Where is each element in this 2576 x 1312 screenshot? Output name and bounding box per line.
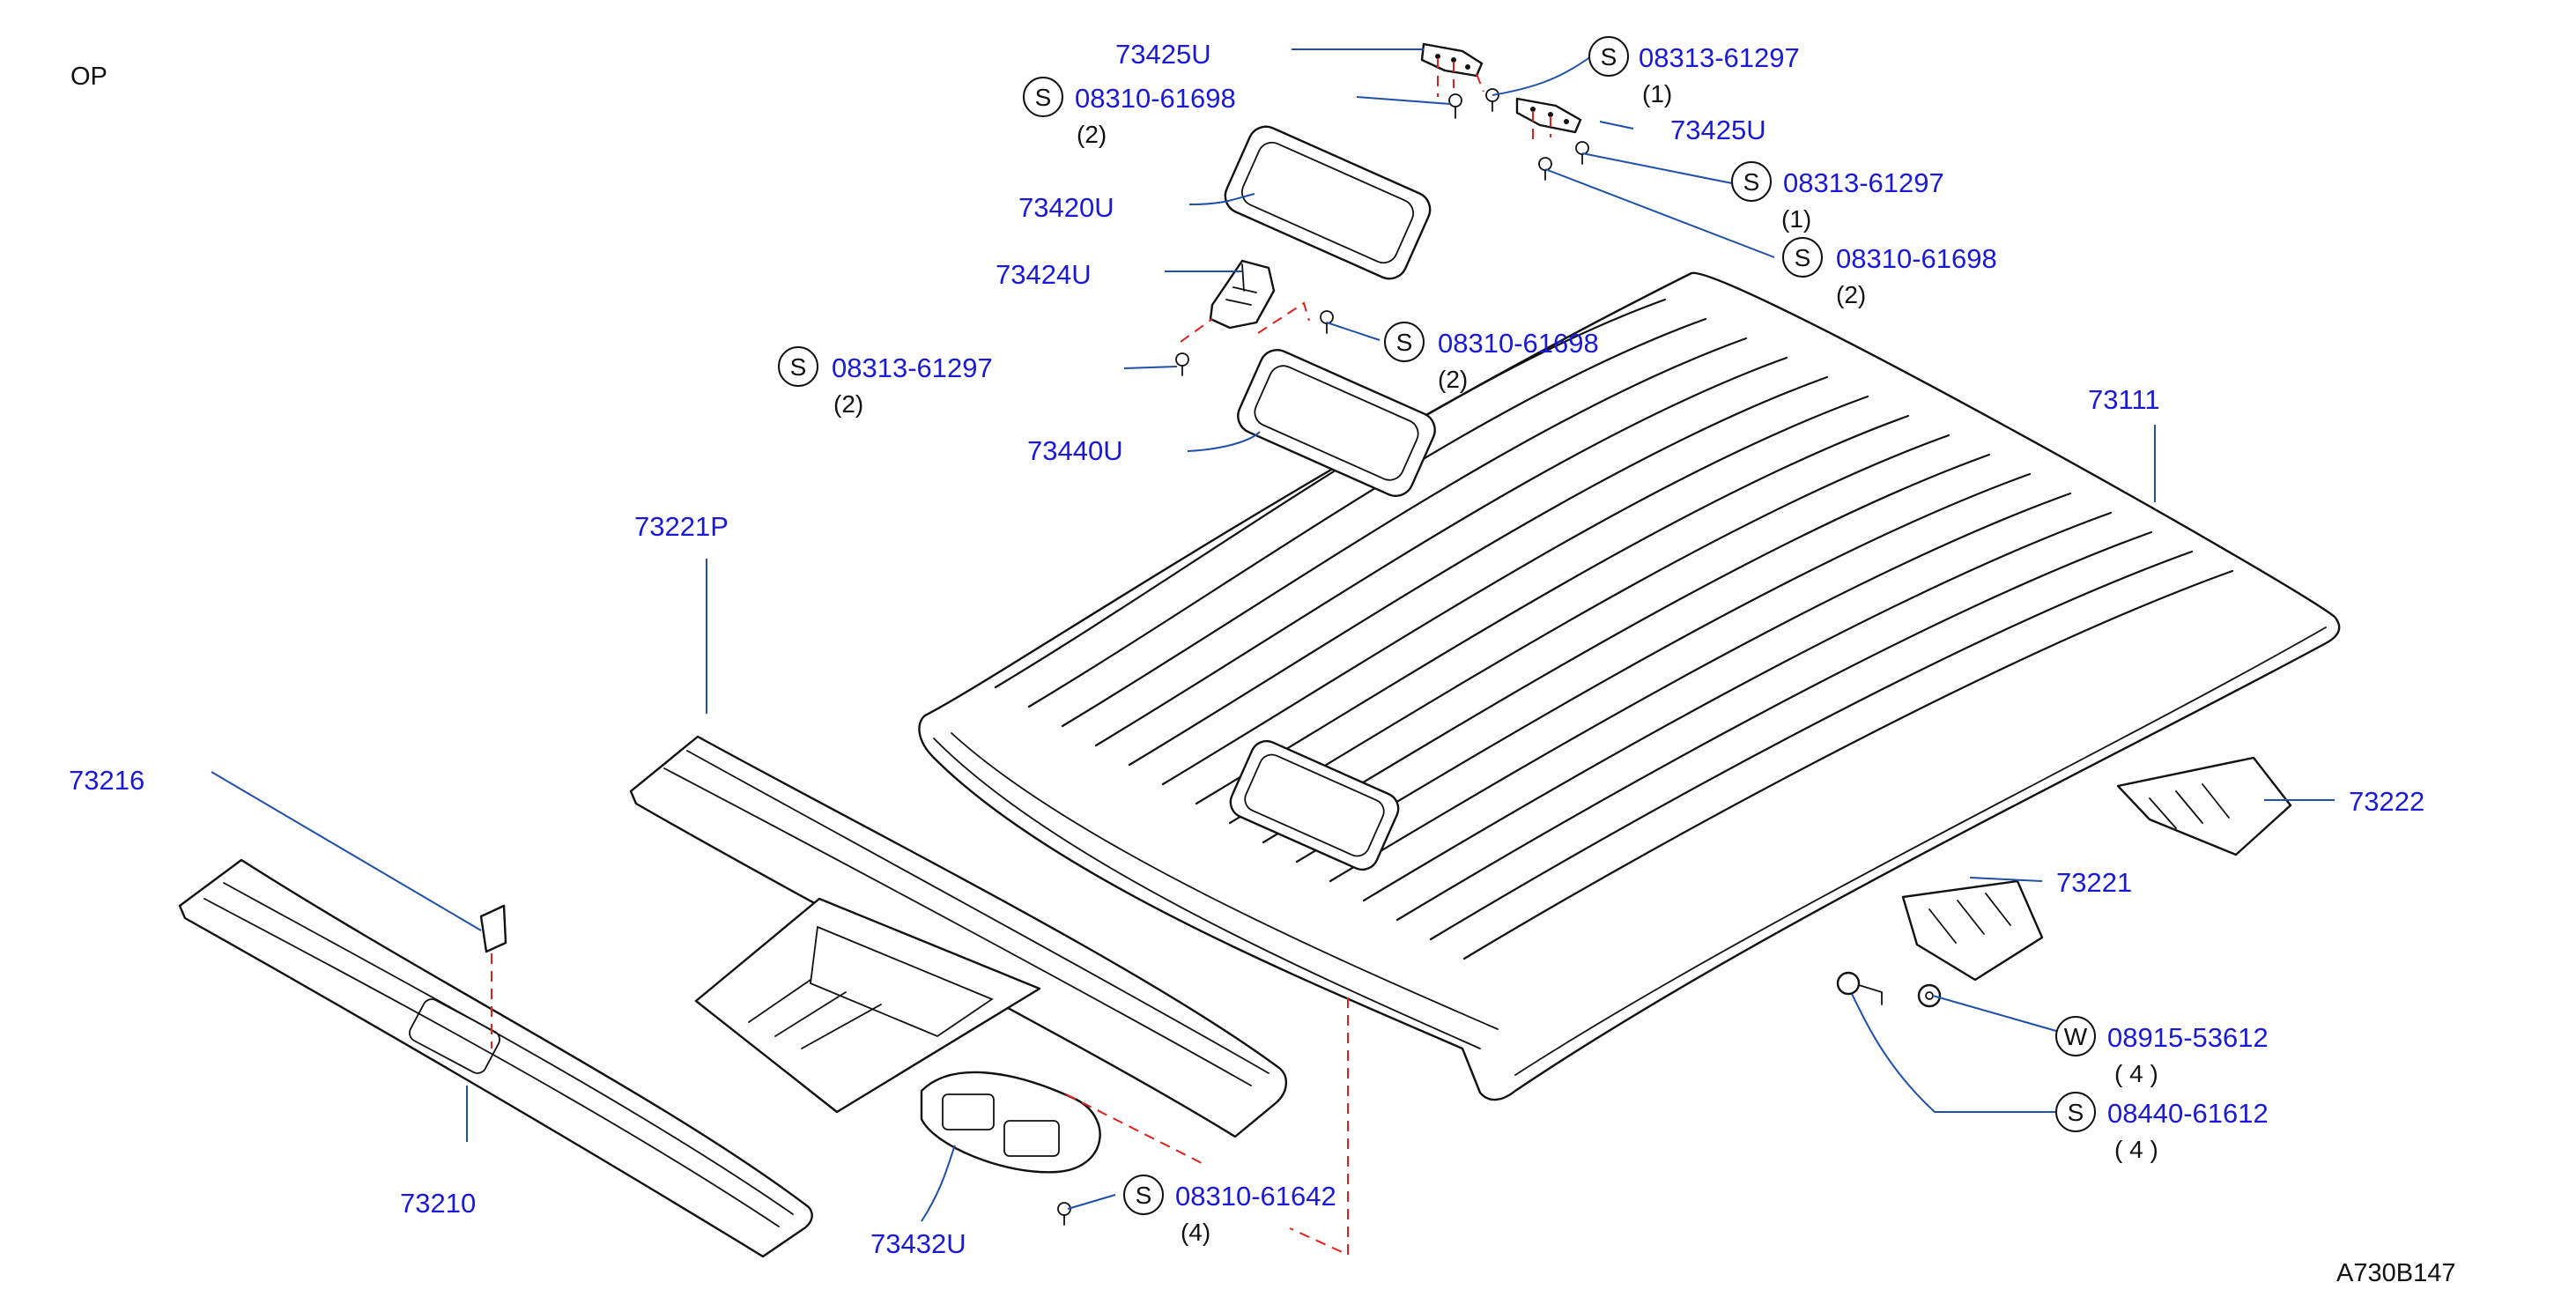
svg-text:(2): (2) bbox=[1077, 121, 1107, 148]
hinge-73425u-upper bbox=[1420, 42, 1484, 97]
roof-rib bbox=[1395, 530, 2153, 922]
s-symbol-icon bbox=[1123, 1175, 1164, 1215]
svg-text:(1): (1) bbox=[1781, 205, 1811, 233]
callouts: 73425U S 08313-61297 (1) S 08310-61698 (… bbox=[69, 36, 2424, 1259]
roof-rib bbox=[1429, 550, 2194, 941]
svg-text:S: S bbox=[1795, 244, 1811, 271]
roof-rib bbox=[1462, 569, 2234, 960]
svg-text:S: S bbox=[1136, 1182, 1152, 1209]
lamp-73432u bbox=[920, 1071, 1203, 1174]
bracket-73216 bbox=[479, 904, 507, 1049]
svg-text:(2): (2) bbox=[1836, 281, 1866, 308]
washer-08915 bbox=[1917, 983, 1942, 1008]
callout-08310-61698-a: S 08310-61698 (2) bbox=[1023, 77, 1236, 148]
callout-08313-61297-a: S 08313-61297 (1) bbox=[1588, 36, 1800, 107]
svg-text:(2): (2) bbox=[1438, 366, 1468, 393]
svg-text:S: S bbox=[1396, 329, 1413, 356]
glass-73420u bbox=[1224, 125, 1432, 280]
header-73210 bbox=[178, 858, 813, 1258]
roof-rib bbox=[1161, 395, 1869, 786]
latch-73424u bbox=[1180, 259, 1310, 343]
svg-text:08310-61698: 08310-61698 bbox=[1438, 328, 1599, 359]
roof-rib bbox=[1228, 434, 1951, 825]
s-symbol-icon bbox=[1782, 237, 1823, 278]
callout-08915-53612: W 08915-53612 ( 4 ) bbox=[2055, 1016, 2269, 1087]
svg-text:08310-61698: 08310-61698 bbox=[1075, 83, 1236, 114]
s-symbol-icon bbox=[1384, 322, 1425, 362]
corner-label: OP bbox=[70, 63, 107, 91]
svg-text:S: S bbox=[1743, 168, 1760, 196]
callout-73221p: 73221P bbox=[634, 511, 729, 542]
callout-08310-61698-b: S 08310-61698 (2) bbox=[1782, 237, 1997, 308]
sunroof-opening bbox=[1229, 739, 1400, 871]
s-symbol-icon bbox=[1588, 36, 1629, 77]
screws bbox=[1057, 88, 1589, 1226]
rear-bracket-73221 bbox=[1901, 879, 2044, 982]
svg-text:08310-61642: 08310-61642 bbox=[1175, 1181, 1336, 1212]
callout-08310-61642: S 08310-61642 (4) bbox=[1123, 1175, 1336, 1246]
roof-rib bbox=[1128, 375, 1829, 767]
install-line bbox=[1289, 997, 1349, 1256]
s-symbol-icon bbox=[1731, 161, 1772, 202]
rear-bracket-73222 bbox=[2116, 756, 2292, 856]
callout-73111: 73111 bbox=[2088, 384, 2160, 415]
callout-73425u-a: 73425U bbox=[1115, 39, 1211, 70]
s-symbol-icon bbox=[1023, 77, 1063, 117]
w-symbol-icon bbox=[2055, 1016, 2096, 1056]
svg-text:( 4 ): ( 4 ) bbox=[2114, 1136, 2158, 1163]
roof-rib bbox=[1362, 511, 2113, 902]
callout-08310-61698-c: S 08310-61698 (2) bbox=[1384, 322, 1599, 393]
svg-text:08310-61698: 08310-61698 bbox=[1836, 243, 1997, 274]
callout-08313-61297-c: S 08313-61297 (2) bbox=[778, 346, 993, 418]
roof-panel bbox=[918, 271, 2341, 1101]
leader-lines bbox=[211, 48, 2335, 1222]
svg-text:S: S bbox=[1601, 43, 1617, 70]
callout-73210: 73210 bbox=[400, 1188, 476, 1219]
svg-text:08440-61612: 08440-61612 bbox=[2107, 1098, 2269, 1129]
svg-text:08313-61297: 08313-61297 bbox=[832, 352, 993, 383]
svg-text:S: S bbox=[1035, 84, 1052, 111]
svg-text:(4): (4) bbox=[1181, 1219, 1210, 1246]
svg-text:(1): (1) bbox=[1642, 80, 1672, 107]
hinge-73425u-lower bbox=[1515, 97, 1582, 141]
s-symbol-icon bbox=[778, 346, 818, 387]
svg-text:( 4 ): ( 4 ) bbox=[2114, 1060, 2158, 1087]
callout-73216: 73216 bbox=[69, 765, 144, 796]
roof-ribs bbox=[994, 298, 2234, 960]
svg-text:08313-61297: 08313-61297 bbox=[1639, 42, 1800, 73]
s-symbol-icon bbox=[2055, 1092, 2096, 1132]
callout-73425u-b: 73425U bbox=[1670, 115, 1766, 145]
svg-text:W: W bbox=[2064, 1023, 2088, 1050]
callout-08313-61297-b: S 08313-61297 (1) bbox=[1731, 161, 1944, 233]
roof-rib bbox=[1061, 337, 1748, 728]
callout-73221: 73221 bbox=[2056, 867, 2132, 898]
callout-73440u: 73440U bbox=[1027, 435, 1123, 466]
svg-text:(2): (2) bbox=[833, 390, 863, 418]
callout-73420u: 73420U bbox=[1018, 192, 1114, 223]
roof-rib bbox=[1195, 414, 1910, 805]
drawing-code: A730B147 bbox=[2336, 1259, 2455, 1287]
svg-text:S: S bbox=[2068, 1099, 2084, 1126]
roof-rib bbox=[1027, 317, 1707, 708]
roof-rib bbox=[1094, 356, 1788, 747]
bolt-08440 bbox=[1836, 971, 1883, 1005]
svg-text:08915-53612: 08915-53612 bbox=[2107, 1022, 2269, 1053]
svg-text:08313-61297: 08313-61297 bbox=[1783, 167, 1944, 198]
callout-73424u: 73424U bbox=[996, 259, 1092, 290]
roof-rib bbox=[1329, 492, 2072, 883]
roof-rib bbox=[994, 298, 1667, 689]
seal-73440u bbox=[1237, 349, 1436, 497]
callout-08440-61612: S 08440-61612 ( 4 ) bbox=[2055, 1092, 2269, 1163]
callout-73222: 73222 bbox=[2349, 786, 2424, 817]
callout-73432u: 73432U bbox=[870, 1228, 966, 1259]
svg-text:S: S bbox=[790, 353, 807, 381]
front-panel-insert bbox=[694, 897, 1041, 1114]
